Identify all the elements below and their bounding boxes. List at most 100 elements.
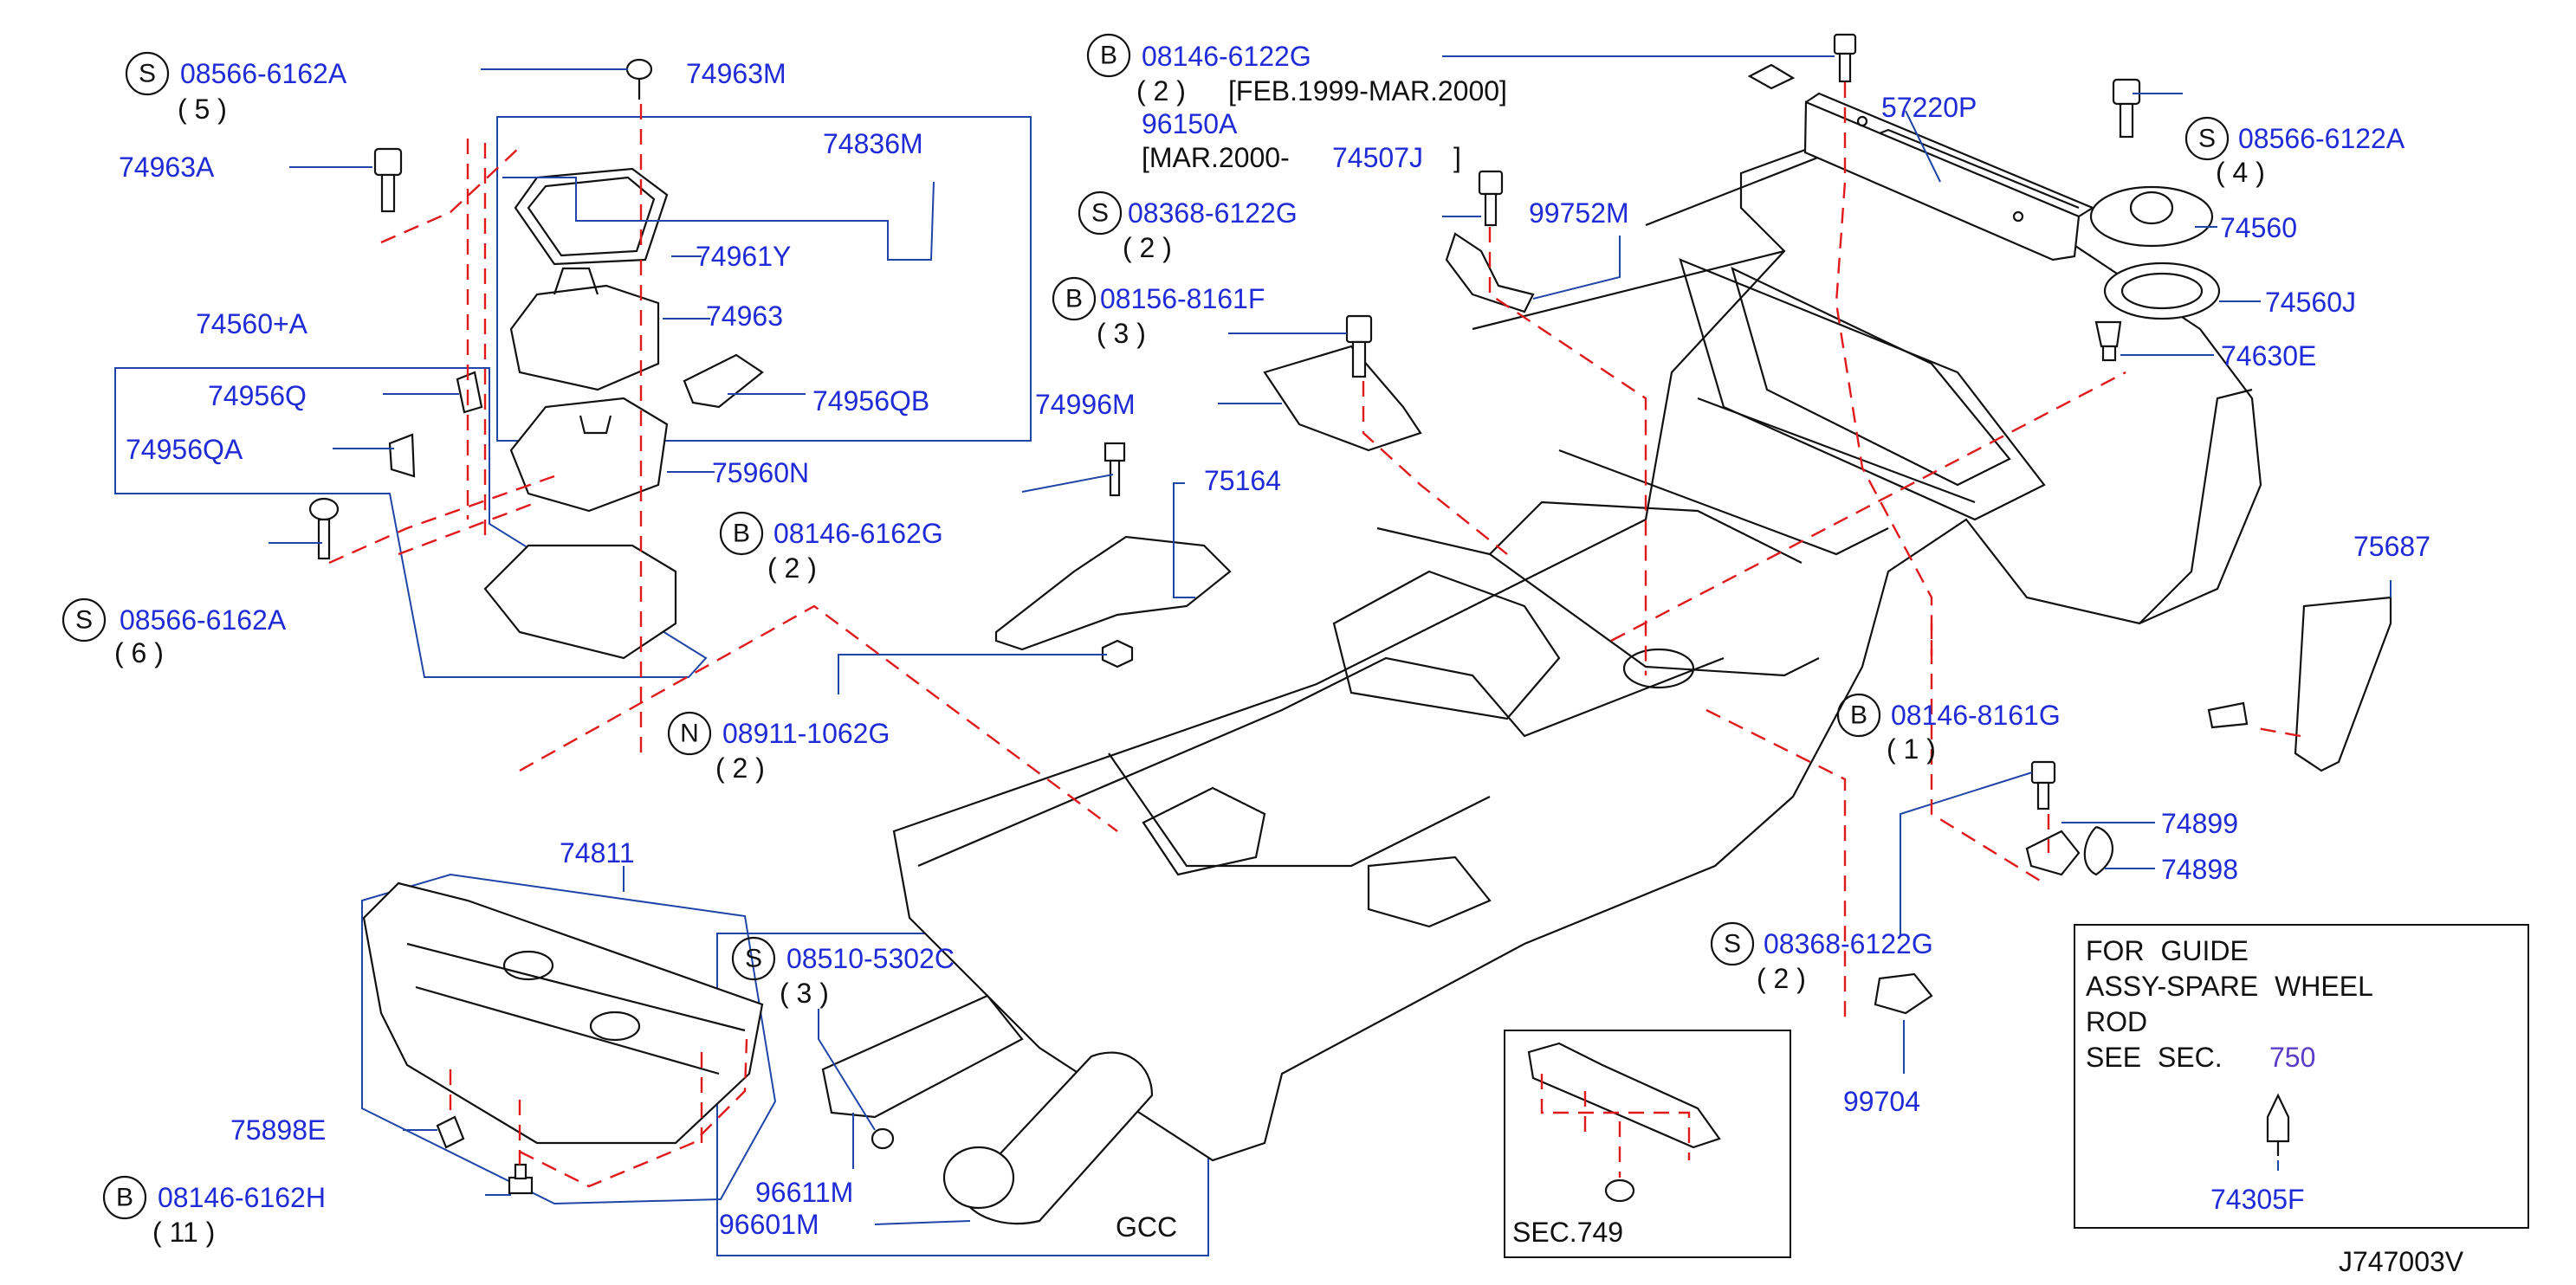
label-sec749: SEC.749 (1512, 1217, 1623, 1248)
symbol-s-08566-6122A (2184, 116, 2230, 161)
label-74956QB: 74956QB (812, 385, 929, 416)
label-75164: 75164 (1204, 465, 1281, 496)
label-08566-6162A-top: 08566-6162A (180, 58, 347, 89)
symbol-b-08156-8161F (1052, 276, 1097, 321)
guide-sec-link[interactable]: 750 (2269, 1042, 2315, 1073)
symbol-s-08566-6162A-top (125, 51, 170, 96)
label-08146-6122G: 08146-6122G (1142, 41, 1311, 72)
mount-74560 (2089, 185, 2214, 248)
symbol-s-08510-5302C (731, 936, 776, 981)
label-74996M: 74996M (1035, 389, 1136, 420)
screw-08566-6162A-top (625, 58, 653, 100)
symbol-s-08368-6122G-top (1078, 190, 1123, 236)
clip-74956Q (456, 371, 483, 414)
floor-panel (892, 128, 2262, 1162)
label-74507J: 74507J (1332, 142, 1423, 173)
symbol-letter: B (116, 1184, 133, 1212)
bracket-75164 (994, 535, 1232, 651)
qty-08510-5302C: ( 3 ) (780, 978, 829, 1009)
label-96601M: 96601M (719, 1209, 819, 1240)
qty-08146-6162H: ( 11 ) (152, 1217, 215, 1248)
clip-74630E (2094, 320, 2122, 362)
guide-line-3: ROD (2086, 1006, 2147, 1037)
symbol-b-08146-6122G (1086, 33, 1131, 78)
label-08146-6162H: 08146-6162H (158, 1182, 326, 1213)
label-75687: 75687 (2353, 531, 2430, 562)
clip-96150A (1747, 63, 1796, 90)
canister-96601M (942, 1051, 1154, 1225)
label-08146-6162G: 08146-6162G (773, 518, 943, 549)
date-bracket-close: ] (1453, 142, 1461, 173)
label-08368-6122G-low: 08368-6122G (1764, 928, 1933, 959)
qty-08368-6122G-top: ( 2 ) (1123, 232, 1172, 263)
label-08510-5302C: 08510-5302C (786, 943, 955, 974)
label-08566-6122A: 08566-6122A (2238, 123, 2405, 154)
label-75960N: 75960N (712, 457, 809, 488)
screw-08566-6122A (2112, 78, 2141, 139)
boot-74963 (509, 267, 660, 391)
label-74630E: 74630E (2221, 340, 2316, 371)
label-74811: 74811 (560, 837, 635, 869)
sec749-grommet (1604, 1178, 1635, 1203)
label-74898: 74898 (2161, 854, 2238, 885)
qty-08146-6122G: ( 2 ) (1136, 75, 1186, 107)
symbol-letter: S (1091, 199, 1109, 228)
label-08146-8161G: 08146-8161G (1891, 700, 2061, 731)
symbol-letter: S (745, 945, 762, 973)
date-mar2000: [MAR.2000- (1142, 142, 1290, 173)
label-74305F: 74305F (2210, 1184, 2305, 1215)
label-75898E: 75898E (230, 1114, 326, 1146)
clip-74305F (2266, 1093, 2290, 1156)
symbol-n-08911-1062G (667, 711, 712, 756)
cover-74811 (362, 881, 764, 1145)
label-57220P: 57220P (1881, 92, 1977, 123)
group-frame-74811 (361, 873, 777, 1205)
bracket-99752M (1445, 232, 1535, 313)
screw-08510-5302C (871, 1127, 895, 1150)
bolt-74996M-small (1104, 442, 1126, 497)
cover-lower-left (483, 544, 677, 660)
clamp-74898 (2083, 825, 2113, 876)
label-99752M: 99752M (1529, 197, 1629, 229)
symbol-letter: S (139, 60, 156, 88)
label-74963M: 74963M (686, 58, 786, 89)
label-74963A: 74963A (119, 152, 215, 183)
label-74560A: 74560+A (196, 308, 308, 339)
guide-box (2074, 924, 2529, 1229)
gasket-74836M (514, 167, 669, 266)
clip-74956QA (388, 433, 416, 478)
symbol-letter: B (1065, 285, 1083, 313)
qty-08146-8161G: ( 1 ) (1887, 733, 1936, 765)
group-frame-74963M (496, 116, 1032, 442)
guide-line-4: SEE SEC. (2086, 1042, 2223, 1073)
guide-line-1: FOR GUIDE (2086, 935, 2249, 966)
circle-symbols: S S B N B S B S B S B S (61, 33, 2230, 1220)
cross-member-57220P (1803, 92, 2095, 262)
symbol-letter: B (1100, 42, 1117, 70)
label-08566-6162A-low: 08566-6162A (120, 604, 287, 636)
symbol-letter: S (75, 606, 93, 635)
symbol-letter: B (1850, 701, 1867, 730)
label-gcc: GCC (1116, 1211, 1177, 1243)
qty-08911-1062G: ( 2 ) (715, 752, 765, 784)
label-08156-8161F: 08156-8161F (1100, 283, 1265, 314)
bolt-08146-8161G (2030, 760, 2056, 810)
label-74899: 74899 (2161, 808, 2238, 839)
symbol-s-08566-6162A-low (61, 597, 107, 642)
qty-08156-8161F: ( 3 ) (1097, 318, 1146, 349)
label-74560: 74560 (2220, 212, 2297, 243)
clip-75898E (436, 1115, 465, 1149)
symbol-b-08146-6162G (719, 511, 764, 556)
symbol-letter: S (1724, 930, 1741, 959)
label-96611M: 96611M (755, 1177, 853, 1208)
bracket-99704 (1874, 972, 1933, 1015)
symbol-s-08368-6122G-low (1710, 921, 1755, 966)
bolt-75687 (2207, 701, 2249, 729)
label-96150A: 96150A (1142, 108, 1238, 139)
group-frame-74560A (114, 367, 708, 678)
guide-line-2: ASSY-SPARE WHEEL (2086, 971, 2373, 1002)
qty-08566-6122A: ( 4 ) (2216, 157, 2265, 188)
label-74956Q: 74956Q (208, 380, 307, 411)
screw-08566-6162A-low (308, 497, 340, 560)
